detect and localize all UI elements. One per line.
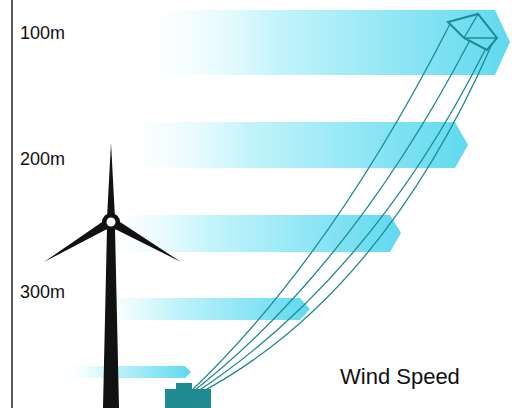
turbine-tower: [103, 228, 119, 408]
wind-turbine: [44, 143, 181, 408]
height-axis: [11, 0, 13, 408]
wind-bands: [68, 10, 510, 378]
turbine-blade: [107, 143, 115, 218]
tether-line: [192, 48, 486, 395]
height-label: 300m: [20, 283, 65, 301]
wind-band: [95, 298, 310, 320]
height-label: 100m: [20, 24, 65, 42]
turbine-blade: [44, 220, 109, 262]
wind-band: [130, 122, 468, 168]
ground-station: [165, 383, 211, 408]
ground-station: [165, 389, 211, 408]
turbine-hub: [102, 213, 120, 231]
height-label: 200m: [20, 150, 65, 168]
axis-title: Wind Speed: [340, 366, 460, 388]
ground-station: [176, 383, 192, 391]
turbine-blade: [113, 220, 181, 262]
kite-strut: [464, 14, 478, 38]
turbine-hub: [107, 218, 116, 227]
kite-system: [188, 14, 497, 396]
tether-line: [190, 40, 470, 394]
kite-strut: [464, 37, 497, 38]
tether-line: [194, 44, 492, 396]
wind-band: [68, 366, 191, 378]
kite: [448, 14, 497, 50]
tether-line: [188, 24, 450, 394]
